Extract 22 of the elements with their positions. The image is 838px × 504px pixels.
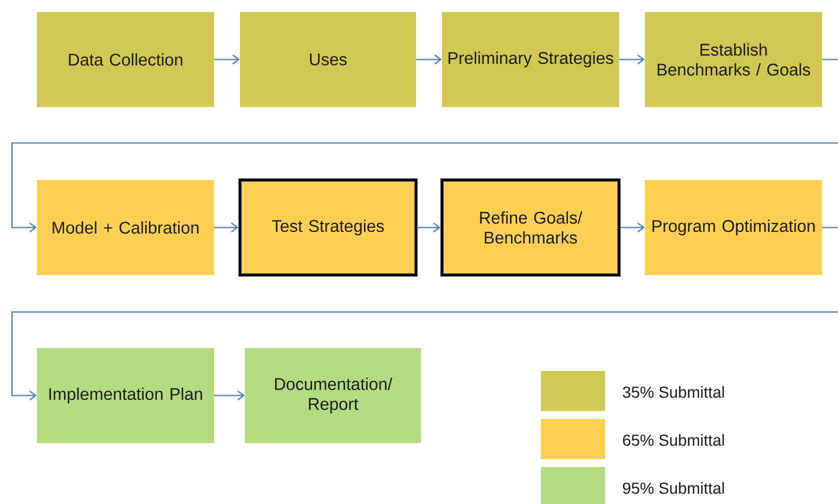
process-box: Establish Benchmarks / Goals [645,12,822,107]
arrow [11,58,838,233]
process-box: Uses [240,12,416,107]
process-box: Test Strategies [238,178,418,276]
arrow [214,390,245,400]
arrow [619,54,645,65]
arrow [416,54,442,65]
arrow [214,54,240,65]
process-box: Implementation Plan [37,348,214,443]
arrow [214,222,238,233]
legend-label: 65% Submittal [623,434,724,446]
process-box: Refine Goals/ Benchmarks [440,178,620,276]
arrow [11,226,838,400]
legend-label: 35% Submittal [622,386,724,398]
process-box: Documentation/ Report [245,348,421,443]
arrow [418,222,440,233]
process-box: Program Optimization [645,180,822,275]
legend-label: 95% Submittal [622,482,724,494]
process-box: Model + Calibration [37,180,214,275]
arrow [620,222,645,233]
process-box: Data Collection [37,12,214,107]
process-box: Preliminary Strategies [442,12,619,107]
